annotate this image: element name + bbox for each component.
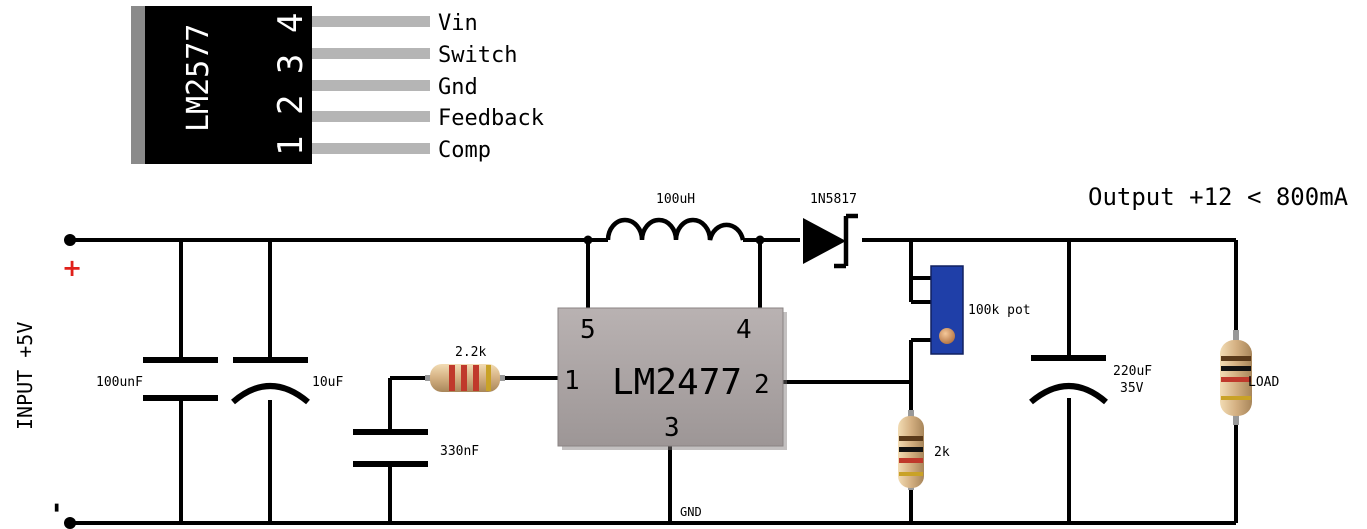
- pin-label-feedback: Feedback: [438, 106, 544, 131]
- pinout-diagram: LM2577 1 2 3 4 5 Vin Switch Gnd Feedback…: [131, 0, 544, 164]
- chip-pin1: 1: [564, 366, 580, 396]
- chip-tab: [131, 6, 145, 164]
- diode: [803, 213, 858, 269]
- cap-330-label: 330nF: [440, 444, 479, 459]
- cap-out-label2: 35V: [1120, 381, 1144, 396]
- chip-pin2: 2: [754, 370, 770, 400]
- minus-sign: -: [41, 502, 71, 513]
- chip-pin4: 4: [736, 315, 752, 345]
- chip-label: LM2477: [612, 362, 742, 403]
- resistor-2-2k: [425, 364, 505, 392]
- pin-label-vin: Vin: [438, 11, 478, 36]
- pin-label-comp: Comp: [438, 138, 491, 163]
- inductor: [605, 217, 746, 241]
- chip-pin3: 3: [664, 413, 680, 443]
- load-label: LOAD: [1248, 375, 1279, 390]
- resistor-22k-label: 2.2k: [455, 345, 486, 360]
- load-resistor: [1220, 330, 1252, 425]
- resistor-2k-label: 2k: [934, 445, 950, 460]
- inductor-label: 100uH: [656, 192, 695, 207]
- chip-pin5: 5: [580, 315, 596, 345]
- capacitor-10uf: [231, 357, 310, 405]
- wires: [70, 238, 1238, 525]
- pin-label-gnd: Gnd: [438, 75, 478, 100]
- pinout-chip-label: LM2577: [181, 24, 216, 132]
- input-label: INPUT +5V: [13, 322, 37, 430]
- cap2-label: 10uF: [312, 375, 343, 390]
- pin-label-switch: Switch: [438, 43, 517, 68]
- capacitor-220uf: [1029, 355, 1108, 405]
- capacitor-330nf: [353, 429, 428, 467]
- resistor-2k: [898, 410, 924, 490]
- plus-sign: +: [62, 254, 82, 282]
- potentiometer: [930, 265, 964, 355]
- pinout-pin-numbers: 1 2 3 4 5: [271, 0, 311, 156]
- pot-label: 100k pot: [968, 303, 1031, 318]
- cap1-label: 100unF: [96, 375, 143, 390]
- regulator-chip: [557, 307, 787, 450]
- capacitor-100nf: [143, 357, 218, 401]
- pinout-legs: [312, 16, 430, 154]
- output-label: Output +12 < 800mA: [1088, 183, 1349, 211]
- junctions: [64, 234, 765, 529]
- gnd-label: GND: [680, 505, 702, 519]
- chip-body: [145, 6, 312, 164]
- diode-label: 1N5817: [810, 192, 857, 207]
- cap-out-label1: 220uF: [1113, 364, 1152, 379]
